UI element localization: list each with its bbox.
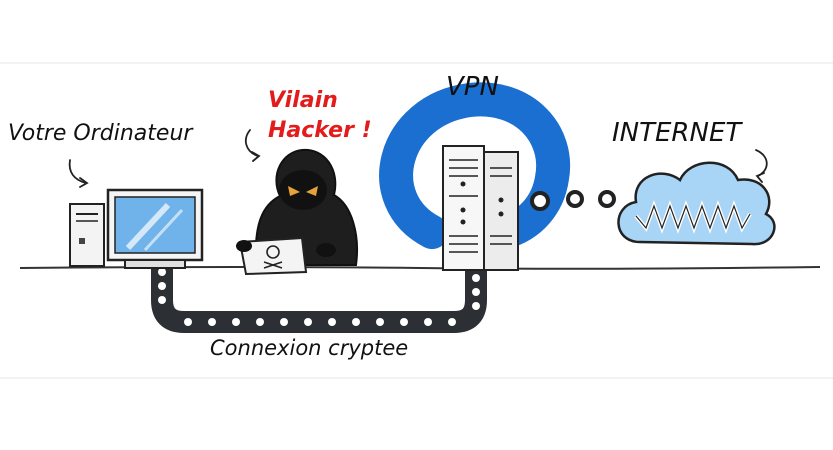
internet-arrow-icon — [755, 149, 768, 177]
tunnel-dot — [256, 318, 264, 326]
tunnel-dot — [400, 318, 408, 326]
tunnel-dot — [158, 296, 166, 304]
tunnel-dot — [184, 318, 192, 326]
vpn-server-icon — [442, 145, 519, 271]
tunnel-dot — [472, 288, 480, 296]
tunnel-dot — [472, 302, 480, 310]
hacker-icon — [236, 148, 358, 276]
tunnel-dot — [472, 274, 480, 282]
computer-arrow-icon — [68, 159, 87, 184]
encrypted-tunnel — [151, 258, 487, 333]
internet-label: INTERNET — [612, 118, 742, 148]
hacker-label-line2: Hacker ! — [268, 118, 372, 143]
tunnel-dot — [448, 318, 456, 326]
tunnel-dot — [280, 318, 288, 326]
tunnel-dot — [328, 318, 336, 326]
vpn-label: VPN — [446, 72, 499, 102]
tunnel-dot — [158, 268, 166, 276]
tunnel-dot — [208, 318, 216, 326]
connection-dots — [530, 190, 616, 211]
tunnel-dot — [304, 318, 312, 326]
tunnel-label: Connexion cryptee — [210, 336, 409, 360]
hacker-label-line1: Vilain — [268, 88, 338, 113]
tunnel-dot — [232, 318, 240, 326]
skull-crossbones-icon — [263, 245, 283, 269]
computer-icon — [69, 188, 204, 269]
tunnel-dot — [158, 282, 166, 290]
computer-label: Votre Ordinateur — [8, 121, 193, 146]
tunnel-dot — [376, 318, 384, 326]
tunnel-dot — [424, 318, 432, 326]
computer-arrowhead-icon — [79, 177, 89, 188]
tunnel-dot — [352, 318, 360, 326]
hacker-arrowhead-icon — [251, 151, 261, 162]
internet-arrowhead-icon — [755, 172, 765, 183]
internet-cloud-icon — [617, 161, 776, 246]
